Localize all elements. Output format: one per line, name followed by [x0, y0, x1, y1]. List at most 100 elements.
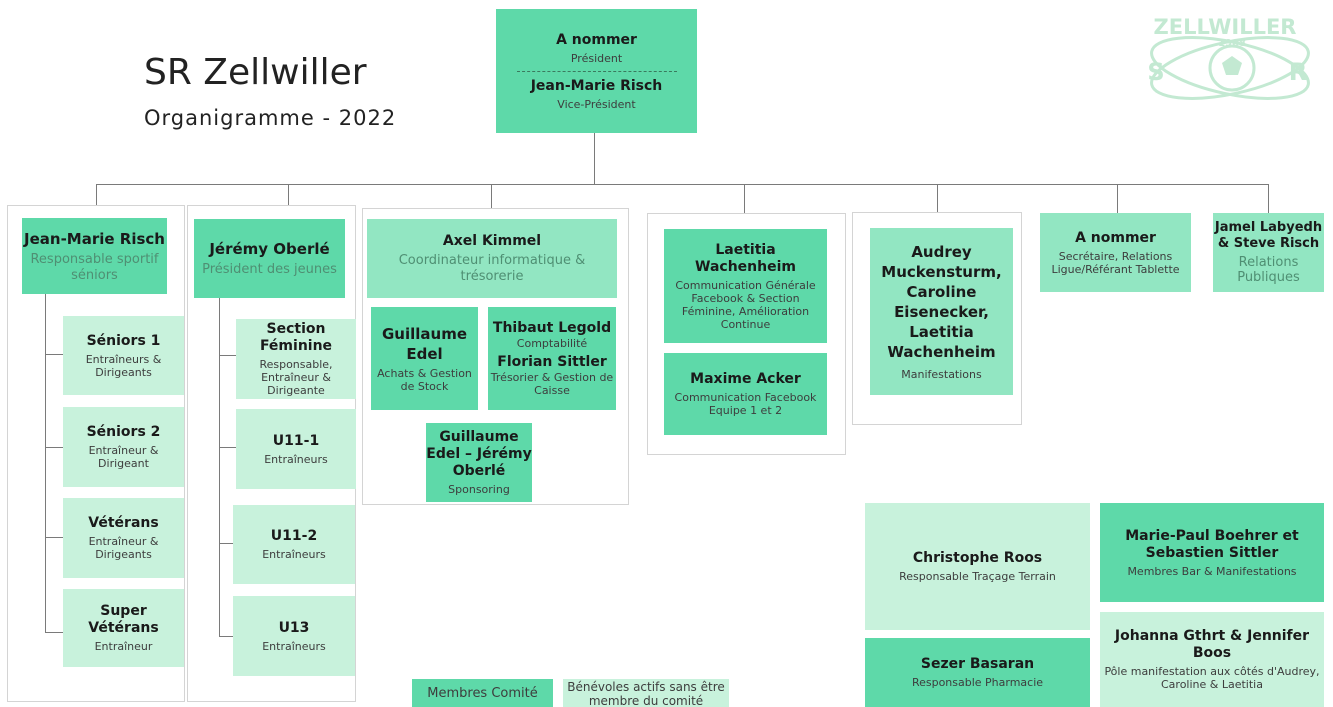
col1-branch [45, 632, 63, 633]
col2-child-name: U11-2 [270, 528, 318, 544]
volunteer-role: Responsable Traçage Terrain [899, 570, 1056, 583]
legend-volunteers-label: Bénévoles actifs sans être membre du com… [567, 680, 725, 707]
volunteer-box: Marie-Paul Boehrer et Sebastien Sittler … [1100, 503, 1324, 602]
volunteer-name: Johanna Gthrt & Jennifer Boos [1114, 628, 1310, 661]
col2-child: Section Féminine Responsable, Entraîneur… [236, 319, 356, 399]
col6-box: A nommer Secrétaire, Relations Ligue/Réf… [1040, 213, 1191, 292]
col2-head-name: Jérémy Oberlé [209, 240, 330, 258]
col1-child-name: Super Vétérans [88, 603, 159, 636]
col3-sub3: Guillaume Edel – Jérémy Oberlé Sponsorin… [426, 423, 532, 502]
col3-sub3-name: Guillaume Edel – Jérémy Oberlé [426, 429, 532, 479]
volunteer-box: Johanna Gthrt & Jennifer Boos Pôle manif… [1100, 612, 1324, 707]
col1-branch [45, 537, 63, 538]
col4-box2-role: Communication Facebook Equipe 1 et 2 [674, 391, 817, 417]
vice-president-role: Vice-Président [557, 97, 636, 111]
col3-head-name: Axel Kimmel [442, 232, 542, 249]
club-logo: ZELLWILLER 1968 S R [1147, 15, 1310, 100]
col2-child-role: Entraîneurs [262, 548, 326, 561]
connector-top [594, 133, 595, 185]
col2-branch [219, 447, 236, 448]
col2-child: U11-1 Entraîneurs [236, 409, 356, 489]
president-name: A nommer [556, 31, 637, 48]
president-role: Président [570, 51, 623, 65]
connector-col1 [96, 184, 97, 205]
col5-box: Audrey Muckensturm, Caroline Eisenecker,… [870, 228, 1013, 395]
col1-head-name: Jean-Marie Risch [24, 229, 165, 248]
col1-branch [45, 354, 63, 355]
col1-child: Séniors 2 Entraîneur & Dirigeant [63, 407, 184, 487]
volunteer-box: Sezer Basaran Responsable Pharmacie [865, 638, 1090, 707]
page-title: SR Zellwiller [144, 52, 367, 93]
col3-sub2-name2: Florian Sittler [497, 354, 607, 370]
col6-role: Secrétaire, Relations Ligue/Référant Tab… [1051, 249, 1180, 276]
col3-head-role: Coordinateur informatique & trésorerie [398, 252, 586, 284]
col7-box: Jamel Labyedh & Steve Risch Relations Pu… [1213, 213, 1324, 292]
col7-role: Relations Publiques [1237, 255, 1300, 285]
col3-sub2-role1: Comptabilité [516, 337, 588, 350]
col1-child-role: Entraîneur [94, 640, 153, 653]
col4-box1: Laetitia Wachenheim Communication Généra… [664, 229, 827, 343]
col4-box2: Maxime Acker Communication Facebook Equi… [664, 353, 827, 435]
col1-child-name: Séniors 1 [86, 332, 161, 349]
col1-tree-line [45, 294, 46, 632]
col3-sub2-name1: Thibaut Legold [492, 320, 612, 336]
col6-name: A nommer [1075, 229, 1156, 246]
col1-child-name: Séniors 2 [86, 424, 161, 440]
col2-child-name: U13 [278, 619, 310, 636]
col1-head-role: Responsable sportif séniors [30, 251, 159, 283]
volunteer-name: Sezer Basaran [920, 656, 1035, 672]
logo-year: 1968 [1218, 38, 1246, 49]
col1-child-name: Vétérans [88, 515, 159, 531]
col1-child: Séniors 1 Entraîneurs & Dirigeants [63, 316, 184, 395]
col2-branch [219, 543, 233, 544]
volunteer-name: Christophe Roos [912, 550, 1043, 566]
col2-child: U11-2 Entraîneurs [233, 505, 355, 584]
col1-child-role: Entraîneur & Dirigeant [88, 444, 159, 470]
col3-head: Axel Kimmel Coordinateur informatique & … [367, 219, 617, 298]
col3-sub1-name: Guillaume Edel [381, 325, 468, 363]
col7-name: Jamel Labyedh & Steve Risch [1214, 220, 1323, 251]
logo-letter-s: S [1147, 58, 1164, 86]
col3-sub1: Guillaume Edel Achats & Gestion de Stock [371, 307, 478, 410]
col2-child: U13 Entraîneurs [233, 596, 355, 676]
connector-col2 [288, 184, 289, 205]
col2-head-role: Président des jeunes [202, 262, 337, 277]
col1-child: Vétérans Entraîneur & Dirigeants [63, 498, 184, 578]
vice-president-name: Jean-Marie Risch [530, 77, 663, 94]
col1-head: Jean-Marie Risch Responsable sportif sén… [22, 218, 167, 294]
connector-col4 [744, 184, 745, 213]
logo-text: ZELLWILLER [1154, 15, 1297, 39]
volunteer-name: Marie-Paul Boehrer et Sebastien Sittler [1125, 527, 1299, 561]
col3-sub3-role: Sponsoring [448, 483, 510, 496]
volunteer-role: Pôle manifestation aux côtés d'Audrey, C… [1104, 665, 1320, 691]
col2-child-name: U11-1 [272, 432, 320, 449]
col4-box1-role: Communication Générale Facebook & Sectio… [675, 278, 816, 331]
col2-branch [219, 355, 236, 356]
logo-letter-r: R [1289, 58, 1307, 86]
col5-role: Manifestations [901, 368, 982, 381]
col1-child: Super Vétérans Entraîneur [63, 589, 184, 667]
divider [516, 70, 677, 72]
col3-sub2: Thibaut Legold Comptabilité Florian Sitt… [488, 307, 616, 410]
president-box: A nommer Président Jean-Marie Risch Vice… [496, 9, 697, 133]
col5-name: Audrey Muckensturm, Caroline Eisenecker,… [881, 243, 1002, 361]
col2-child-name: Section Féminine [259, 321, 333, 354]
col4-box2-name: Maxime Acker [690, 371, 801, 387]
col2-tree-line [219, 298, 220, 636]
volunteer-box: Christophe Roos Responsable Traçage Terr… [865, 503, 1090, 630]
legend-members: Membres Comité [412, 679, 553, 707]
col2-head: Jérémy Oberlé Président des jeunes [194, 219, 345, 298]
connector-col3 [491, 184, 492, 208]
col2-child-role: Entraîneurs [262, 639, 326, 653]
col2-branch [219, 636, 233, 637]
col2-child-role: Entraîneurs [264, 452, 328, 466]
volunteer-role: Membres Bar & Manifestations [1127, 564, 1297, 578]
col3-sub2-role2: Trésorier & Gestion de Caisse [490, 371, 614, 397]
connector-col6 [1117, 184, 1118, 213]
connector-col5 [937, 184, 938, 212]
connector-col7 [1268, 184, 1269, 213]
legend-volunteers: Bénévoles actifs sans être membre du com… [563, 679, 729, 707]
col1-child-role: Entraîneur & Dirigeants [88, 535, 159, 561]
col3-sub1-role: Achats & Gestion de Stock [377, 367, 472, 393]
page-subtitle: Organigramme - 2022 [144, 106, 397, 130]
